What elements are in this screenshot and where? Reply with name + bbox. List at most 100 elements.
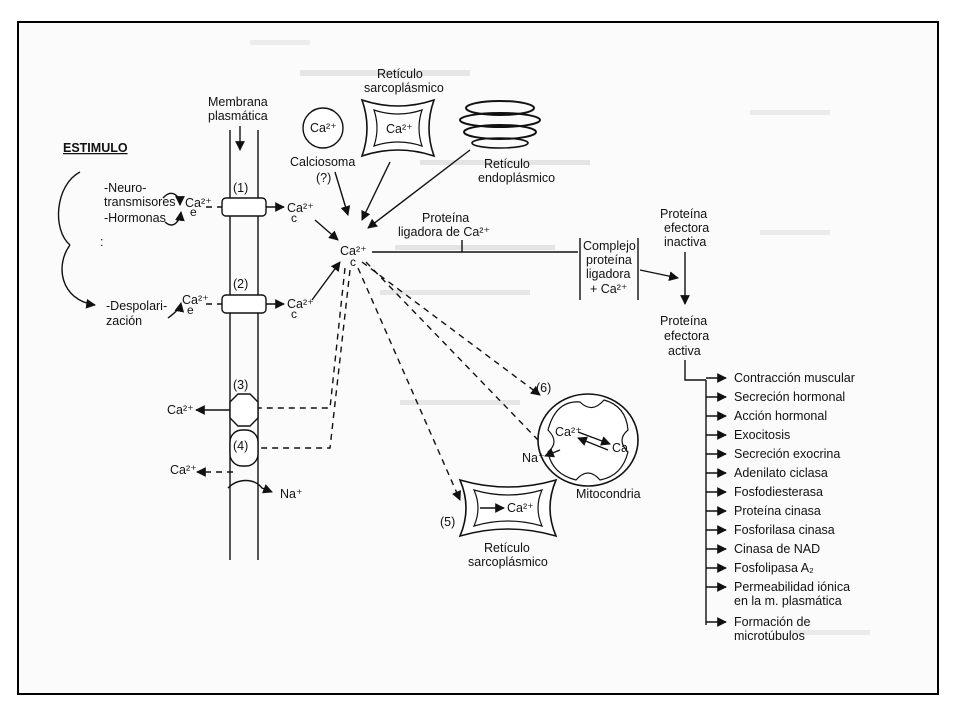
ca-c-2: Ca²⁺	[287, 297, 314, 311]
svg-text:Ca²⁺: Ca²⁺	[340, 244, 367, 258]
svg-text:ligadora: ligadora	[586, 267, 631, 281]
stimulus-curve-upper	[57, 171, 81, 246]
na-in-arrow	[227, 479, 273, 494]
channel-3-number: (3)	[233, 378, 248, 392]
ca-c-2-to-center	[311, 261, 341, 301]
membrane-label-2: plasmática	[208, 109, 268, 123]
svg-text:efectora: efectora	[664, 221, 709, 235]
dashed-to-sr-bottom	[357, 267, 461, 501]
calciosome: Ca²⁺ Calciosoma (?)	[290, 107, 355, 216]
sr-bottom: (5) Ca²⁺ Retículo sarcoplásmico	[440, 478, 558, 569]
stimulus-item-transmisores: transmisores	[104, 195, 176, 209]
stimulus-dots: :	[100, 235, 103, 249]
effector-active: Proteína efectora activa	[660, 314, 709, 381]
stimulus-block: ESTIMULO -Neuro- transmisores -Hormonas …	[57, 141, 185, 328]
svg-text:Retículo: Retículo	[484, 541, 530, 555]
ca-c-1-to-center	[314, 219, 339, 241]
svg-text:(5): (5)	[440, 515, 455, 529]
stimulus-arrow-3	[167, 302, 185, 319]
response-item: Proteína cinasa	[734, 504, 821, 518]
dashed-to-channel-4	[258, 269, 351, 449]
er-arrow	[367, 149, 471, 229]
response-item: Permeabilidad iónica	[734, 580, 850, 594]
dashed-to-channel-3	[258, 267, 346, 409]
svg-text:Ca²⁺: Ca²⁺	[555, 425, 582, 439]
response-item: Fosfodiesterasa	[734, 485, 823, 499]
plasma-membrane: Membrana plasmática	[208, 95, 268, 560]
response-item: Contracción muscular	[734, 371, 855, 385]
stimulus-arrow-2	[164, 211, 185, 226]
stimulus-arrow-1	[162, 192, 185, 206]
membrane-label-1: Membrana	[208, 95, 268, 109]
effector-inactive: Proteína efectora inactiva	[660, 207, 709, 305]
binding-protein: Proteína ligadora de Ca²⁺	[372, 211, 578, 253]
svg-text:Proteína: Proteína	[660, 314, 707, 328]
ca-out-4: Ca²⁺	[170, 463, 197, 477]
response-item: Acción hormonal	[734, 409, 827, 423]
stimulus-item-neuro: -Neuro-	[104, 181, 146, 195]
response-item: Adenilato ciclasa	[734, 466, 828, 480]
mito-label: Mitocondria	[576, 487, 641, 501]
stimulus-item-hormonas: -Hormonas	[104, 211, 166, 225]
diagram-frame	[17, 21, 939, 695]
channel-4: (4) Ca²⁺ Na⁺	[170, 429, 303, 501]
calciosome-arrow	[334, 171, 351, 216]
svg-text:Complejo: Complejo	[583, 239, 636, 253]
channel-1-number: (1)	[233, 181, 248, 195]
svg-text:efectora: efectora	[664, 329, 709, 343]
complex-box: Complejo proteína ligadora + Ca²⁺	[579, 238, 679, 300]
sr-top: Retículo sarcoplásmico Ca²⁺	[360, 67, 444, 221]
endoplasmic-reticulum: Retículo endoplásmico	[367, 100, 555, 229]
ca-e-1: Ca²⁺	[185, 196, 212, 210]
ca-c-1: Ca²⁺	[287, 201, 314, 215]
svg-text:sarcoplásmico: sarcoplásmico	[364, 81, 444, 95]
svg-text:e: e	[190, 205, 197, 219]
svg-text:Ca: Ca	[612, 441, 628, 455]
svg-text:Ca²⁺: Ca²⁺	[507, 501, 534, 515]
center-ca: Ca²⁺ c	[340, 244, 367, 269]
channel-2-number: (2)	[233, 277, 248, 291]
svg-text:Ca²⁺: Ca²⁺	[386, 122, 413, 136]
channel-2: (2) Ca²⁺ e Ca²⁺ c	[182, 277, 314, 321]
na-label: Na⁺	[280, 487, 303, 501]
svg-text:Ca²⁺: Ca²⁺	[310, 121, 337, 135]
calciosome-question: (?)	[316, 171, 331, 185]
response-item: Fosforilasa cinasa	[734, 523, 835, 537]
stimulus-item-zacion: zación	[106, 314, 142, 328]
svg-text:e: e	[187, 303, 194, 317]
mitochondrion: (6) Ca²⁺ Ca Na⁺ Mitocondria	[522, 381, 641, 501]
response-item: Formación de	[734, 615, 810, 629]
ca-out-3: Ca²⁺	[167, 403, 194, 417]
response-item: microtúbulos	[734, 629, 805, 643]
sr-top-arrow	[361, 161, 391, 221]
svg-text:Retículo: Retículo	[484, 157, 530, 171]
response-item: Exocitosis	[734, 428, 790, 442]
response-item: en la m. plasmática	[734, 594, 842, 608]
svg-text:Retículo: Retículo	[377, 67, 423, 81]
svg-text:Proteína: Proteína	[660, 207, 707, 221]
svg-text:ligadora de Ca²⁺: ligadora de Ca²⁺	[398, 225, 490, 239]
svg-text:c: c	[291, 307, 297, 321]
response-item: Cinasa de NAD	[734, 542, 820, 556]
svg-text:+ Ca²⁺: + Ca²⁺	[590, 282, 628, 296]
ca-e-2: Ca²⁺	[182, 293, 209, 307]
stimulus-title: ESTIMULO	[63, 141, 128, 155]
mito-na: Na⁺	[522, 451, 545, 465]
stimulus-item-despolari: -Despolari-	[106, 299, 167, 313]
response-item: Secreción exocrina	[734, 447, 840, 461]
svg-text:endoplásmico: endoplásmico	[478, 171, 555, 185]
svg-text:sarcoplásmico: sarcoplásmico	[468, 555, 548, 569]
channel-3: (3) Ca²⁺	[167, 378, 259, 427]
svg-text:Proteína: Proteína	[422, 211, 469, 225]
stimulus-curve-lower	[61, 244, 96, 309]
channel-4-number: (4)	[233, 439, 248, 453]
dashed-to-mito-2	[365, 261, 539, 441]
dashed-to-mito	[361, 261, 541, 396]
channel-1: (1) Ca²⁺ e Ca²⁺ c	[185, 181, 314, 225]
complex-arrow	[639, 269, 679, 281]
response-item: Fosfolipasa A₂	[734, 561, 814, 575]
calciosome-label: Calciosoma	[290, 155, 355, 169]
svg-text:activa: activa	[668, 344, 701, 358]
background-bleed-texture	[250, 40, 870, 635]
